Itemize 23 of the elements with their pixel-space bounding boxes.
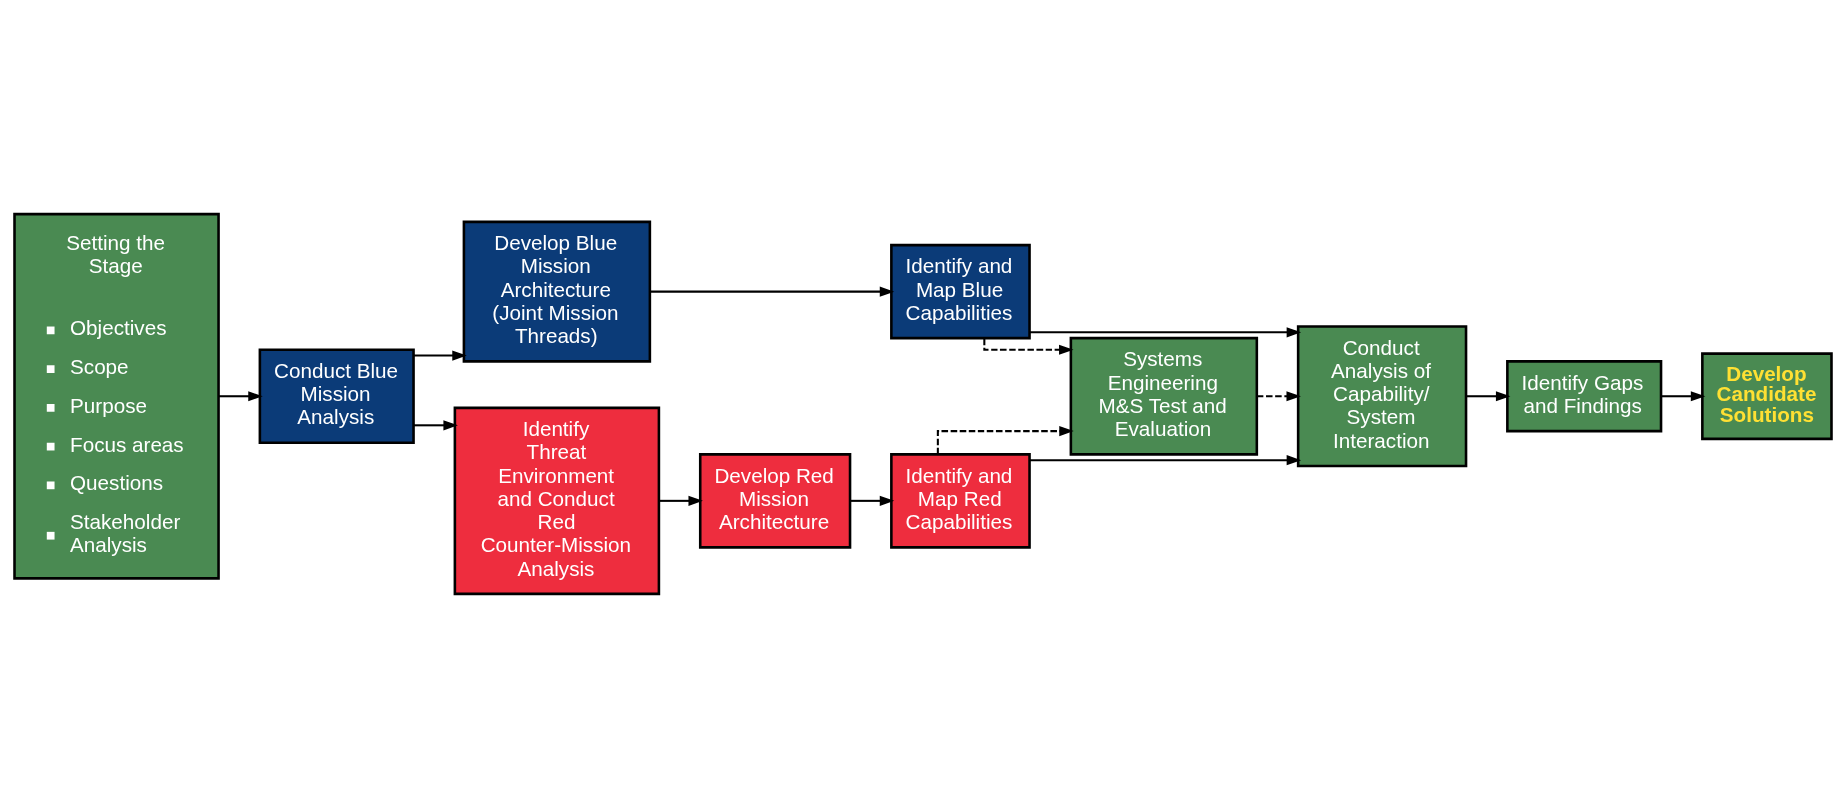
node-box: Develop Red Mission Architecture [698,453,851,549]
arrow [649,286,894,297]
arrow [1029,455,1301,466]
arrow [413,420,458,431]
node-box: Systems Engineering M&S Test and Evaluation [1069,336,1258,456]
arrow [1029,327,1301,338]
arrow [982,338,1074,355]
node-box: Conduct Analysis of Capability/ System Interaction [1296,325,1467,468]
arrow [413,350,467,361]
node-box: Identify Gaps and Findings [1505,360,1662,433]
node-box: Setting the Stage Objectives Scope Purpose Focus areas Questions Stakeholder Analysis [12,212,220,580]
arrow [1660,391,1705,402]
arrow [658,495,703,506]
node-box: Identify and Map Blue Capabilities [889,243,1031,340]
node-box: Identify and Map Red Capabilities [889,453,1031,549]
arrow [1465,391,1510,402]
arrow [218,391,263,402]
node-box: Develop Candidate Solutions [1700,352,1833,441]
arrow [1256,391,1301,402]
node-box: Develop Blue Mission Architecture (Joint Mission Threads) [462,220,651,363]
arrow [850,495,894,506]
node-box: Identify Threat Environment and Conduct Red Counter-Mission Analysis [453,406,660,596]
node-box: Conduct Blue Mission Analysis [258,348,415,445]
